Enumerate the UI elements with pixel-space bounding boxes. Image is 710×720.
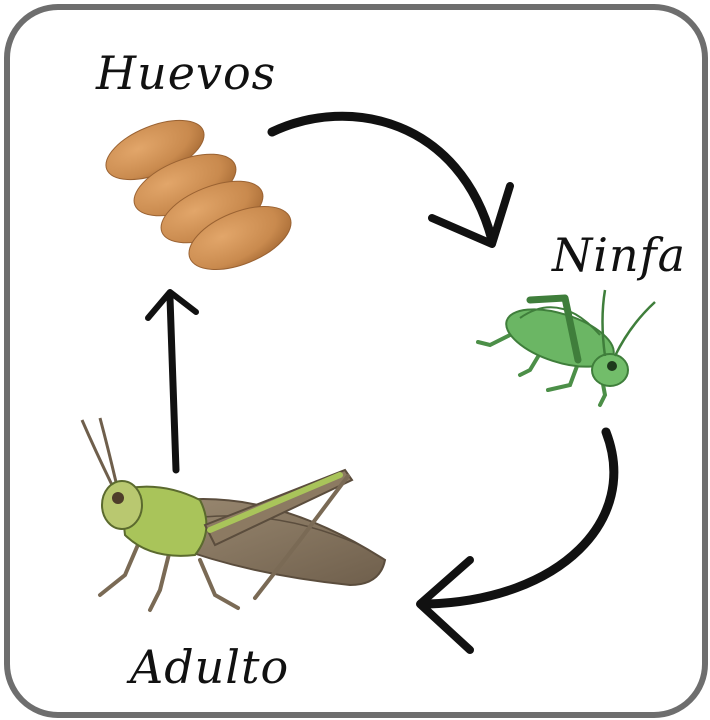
stage-label-nymph: Ninfa (552, 228, 687, 282)
eggs-illustration (105, 119, 292, 270)
arrow-adult-to-eggs (145, 289, 199, 474)
arrow-nymph-to-adult (416, 427, 619, 654)
stage-label-eggs: Huevos (96, 46, 277, 100)
arrow-eggs-to-nymph (267, 111, 514, 248)
nymph-illustration (476, 289, 656, 407)
adult-grasshopper-illustration (80, 417, 387, 612)
stage-label-adult: Adulto (130, 640, 290, 694)
